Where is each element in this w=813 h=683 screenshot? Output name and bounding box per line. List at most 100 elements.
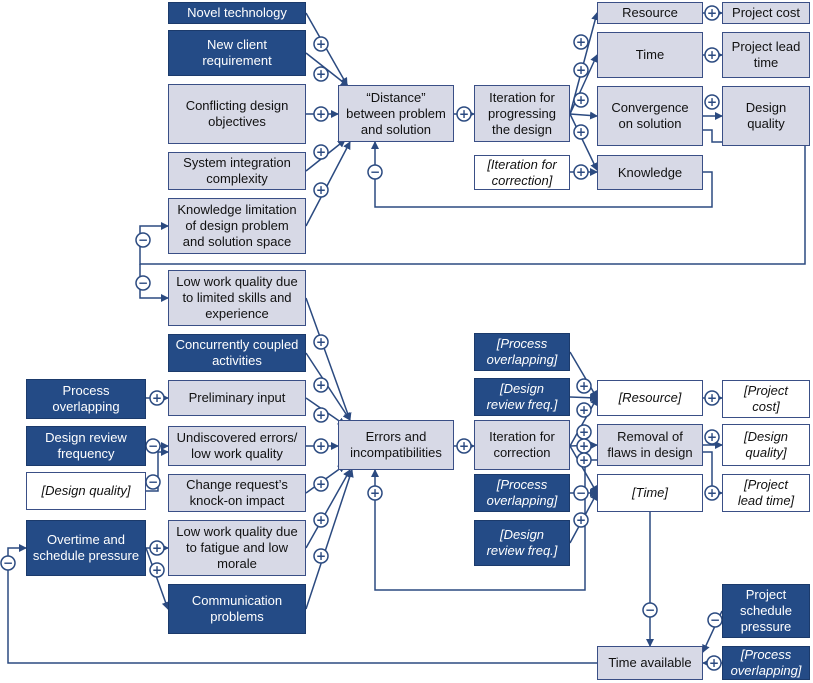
polarity-plus-icon: + (706, 655, 722, 671)
node-design-review-frequency: Design review frequency (26, 426, 146, 466)
node-design-quality-bracket-right: [Design quality] (722, 424, 810, 466)
polarity-sign-text: + (707, 486, 717, 500)
polarity-plus-icon: + (313, 548, 329, 564)
polarity-plus-icon: + (313, 144, 329, 160)
polarity-plus-icon: + (704, 94, 720, 110)
node-knowledge-limitation: Knowledge limitation of design problem a… (168, 198, 306, 254)
polarity-sign-text: + (576, 35, 586, 49)
polarity-plus-icon: + (313, 182, 329, 198)
polarity-sign-text: + (576, 513, 586, 527)
connector-arrow (569, 111, 598, 120)
node-time-available: Time available (597, 646, 703, 680)
node-knowledge: Knowledge (597, 155, 703, 190)
polarity-plus-icon: + (313, 377, 329, 393)
polarity-sign-text: + (316, 378, 326, 392)
polarity-minus-icon: − (135, 232, 151, 248)
polarity-sign-text: + (707, 48, 717, 62)
node-design-review-freq-br2: [Design review freq.] (474, 520, 570, 566)
connector-arrow (569, 397, 598, 447)
node-overtime-schedule-pressure: Overtime and schedule pressure (26, 520, 146, 576)
polarity-plus-icon: + (149, 562, 165, 578)
polarity-minus-icon: − (707, 612, 723, 628)
polarity-plus-icon: + (367, 485, 383, 501)
polarity-plus-icon: + (313, 66, 329, 82)
node-project-cost: Project cost (722, 2, 810, 24)
polarity-sign-text: − (148, 439, 158, 453)
polarity-sign-text: + (576, 63, 586, 77)
connector-arrow (139, 264, 169, 302)
polarity-sign-text: + (316, 335, 326, 349)
polarity-sign-text: + (579, 403, 589, 417)
node-convergence-on-solution: Convergence on solution (597, 86, 703, 146)
node-distance: “Distance” between problem and solution (338, 85, 454, 142)
connector-arrow (145, 547, 170, 610)
polarity-plus-icon: + (704, 47, 720, 63)
polarity-sign-text: + (579, 379, 589, 393)
node-new-client-requirement: New client requirement (168, 30, 306, 76)
polarity-sign-text: + (576, 93, 586, 107)
polarity-sign-text: + (316, 67, 326, 81)
polarity-minus-icon: − (367, 164, 383, 180)
polarity-sign-text: + (316, 477, 326, 491)
polarity-sign-text: + (709, 656, 719, 670)
polarity-sign-text: − (645, 603, 655, 617)
node-novel-technology: Novel technology (168, 2, 306, 24)
node-preliminary-input: Preliminary input (168, 380, 306, 416)
polarity-minus-icon: − (135, 275, 151, 291)
polarity-plus-icon: + (149, 390, 165, 406)
polarity-sign-text: + (152, 563, 162, 577)
polarity-sign-text: + (152, 391, 162, 405)
polarity-plus-icon: + (573, 92, 589, 108)
node-project-lead-time: Project lead time (722, 32, 810, 78)
connector-arrow (305, 469, 351, 549)
connector-arrow (7, 544, 597, 664)
polarity-minus-icon: − (573, 485, 589, 501)
polarity-plus-icon: + (573, 164, 589, 180)
polarity-plus-icon: + (573, 62, 589, 78)
polarity-sign-text: + (316, 513, 326, 527)
connector-arrow (569, 445, 598, 494)
node-project-cost-bracket: [Project cost] (722, 380, 810, 418)
node-iteration-correction-bracket: [Iteration for correction] (474, 155, 570, 190)
node-project-lead-time-bracket: [Project lead time] (722, 474, 810, 512)
node-resource-bracket: [Resource] (597, 380, 703, 416)
polarity-plus-icon: + (313, 476, 329, 492)
polarity-sign-text: + (579, 425, 589, 439)
node-undiscovered-errors: Undiscovered errors/ low work quality (168, 426, 306, 466)
connector-arrow (305, 141, 351, 227)
polarity-sign-text: + (316, 145, 326, 159)
node-project-schedule-pressure: Project schedule pressure (722, 584, 810, 638)
polarity-sign-text: − (148, 475, 158, 489)
polarity-minus-icon: − (0, 555, 16, 571)
connector-arrow (305, 297, 352, 421)
polarity-plus-icon: + (573, 512, 589, 528)
polarity-sign-text: + (579, 439, 589, 453)
connector-arrow (569, 113, 598, 171)
node-change-request: Change request’s knock-on impact (168, 474, 306, 512)
node-concurrently-coupled: Concurrently coupled activities (168, 334, 306, 372)
polarity-sign-text: − (3, 556, 13, 570)
polarity-plus-icon: + (313, 512, 329, 528)
polarity-sign-text: − (710, 613, 720, 627)
connector-arrow (371, 141, 713, 208)
polarity-sign-text: + (316, 37, 326, 51)
polarity-plus-icon: + (576, 438, 592, 454)
polarity-sign-text: − (576, 486, 586, 500)
polarity-sign-text: + (316, 183, 326, 197)
polarity-sign-text: − (138, 233, 148, 247)
node-time-bracket: [Time] (597, 474, 703, 512)
polarity-plus-icon: + (704, 5, 720, 21)
node-communication-problems: Communication problems (168, 584, 306, 634)
polarity-sign-text: + (316, 439, 326, 453)
polarity-sign-text: + (707, 430, 717, 444)
node-low-work-quality-fatigue: Low work quality due to fatigue and low … (168, 520, 306, 576)
connector-arrow (305, 469, 354, 610)
connector-arrow (139, 129, 806, 265)
polarity-plus-icon: + (704, 390, 720, 406)
polarity-sign-text: − (370, 165, 380, 179)
polarity-plus-icon: + (704, 485, 720, 501)
polarity-plus-icon: + (313, 334, 329, 350)
polarity-plus-icon: + (456, 106, 472, 122)
